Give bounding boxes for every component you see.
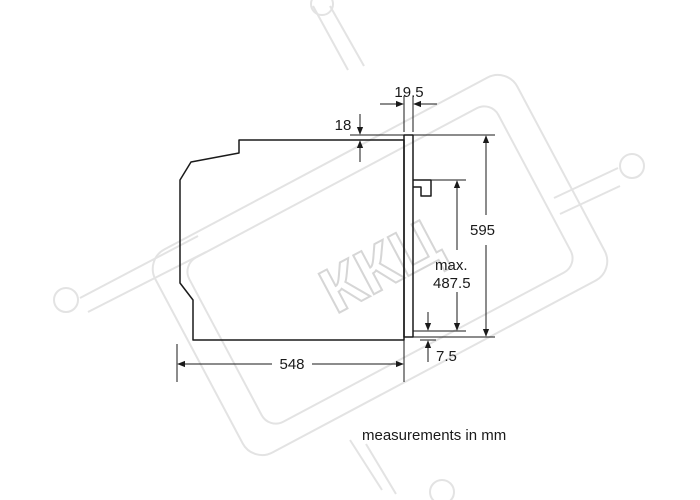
- label-bottom-gap: 7.5: [436, 348, 457, 365]
- watermark-circle: [53, 287, 79, 313]
- dimension-depth: [176, 340, 405, 382]
- watermark-line: [365, 443, 397, 495]
- dimension-upper-gap: [350, 114, 404, 162]
- label-top-offset: 19.5: [394, 84, 423, 101]
- watermark-line: [87, 251, 207, 313]
- watermark: ККЦ: [53, 0, 645, 500]
- watermark-line: [349, 439, 383, 491]
- dimension-top-offset: [380, 96, 437, 132]
- watermark-line: [559, 185, 621, 215]
- watermark-line: [79, 235, 199, 299]
- watermark-line: [329, 5, 365, 67]
- label-height: 595: [470, 222, 495, 239]
- dimension-height: [413, 134, 495, 338]
- watermark-line: [312, 5, 349, 71]
- oven-handle: [413, 179, 432, 197]
- dimension-max-opening: [413, 179, 466, 332]
- watermark-text: ККЦ: [308, 205, 452, 327]
- oven-door: [403, 134, 414, 338]
- label-upper-gap: 18: [335, 117, 352, 134]
- caption-units: measurements in mm: [362, 427, 506, 444]
- watermark-circle: [619, 153, 645, 179]
- watermark-line: [553, 167, 619, 199]
- watermark-circle: [310, 0, 334, 16]
- label-max-opening-prefix: max.: [435, 257, 468, 274]
- oven-outline: [179, 134, 432, 341]
- watermark-circle: [429, 479, 455, 500]
- watermark-frame-inner: [186, 105, 574, 425]
- label-max-opening-value: 487.5: [433, 275, 471, 292]
- dimension-bottom-gap: [420, 312, 436, 362]
- label-depth: 548: [279, 356, 304, 373]
- watermark-frame-outer: [151, 73, 609, 457]
